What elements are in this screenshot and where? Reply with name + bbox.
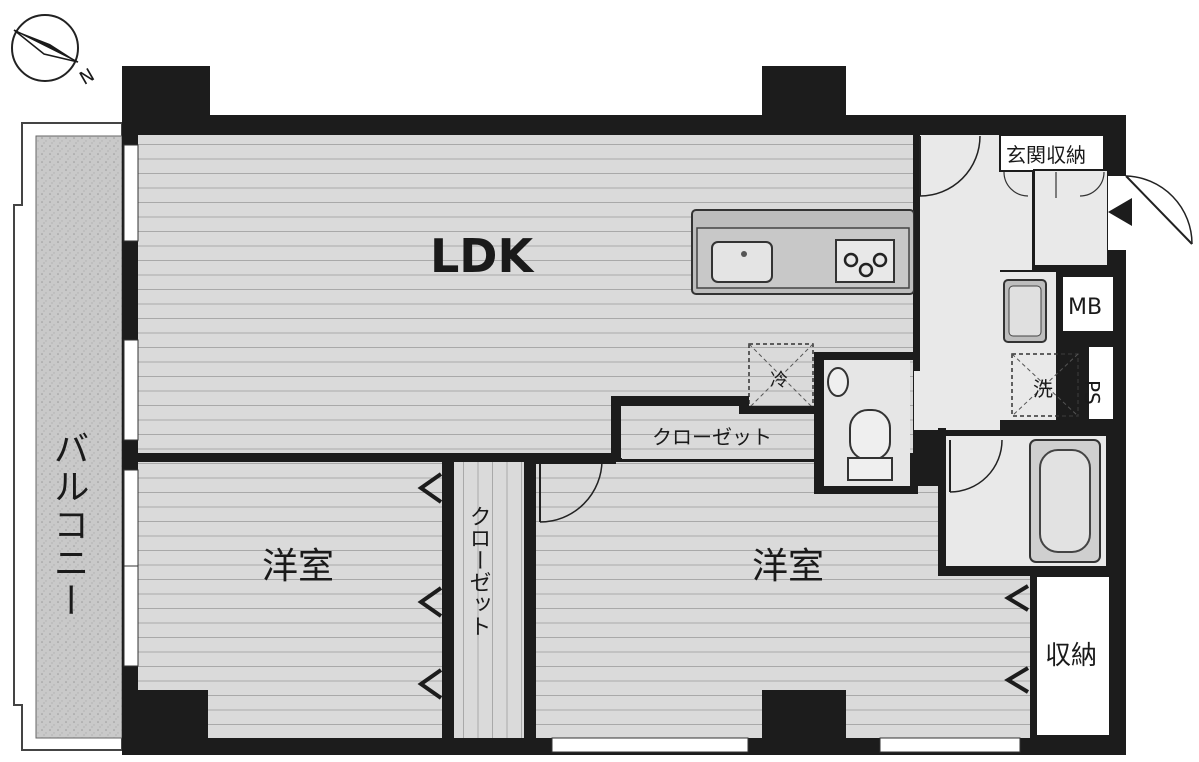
storage-door-marks bbox=[1004, 584, 1030, 694]
room-washroom: 洗 bbox=[1000, 272, 1079, 420]
column-bottom-left bbox=[122, 688, 210, 755]
fridge-space: 冷 bbox=[748, 343, 814, 409]
closet-vertical-door-marks bbox=[417, 472, 443, 700]
room-bedroom-right: 洋室 bbox=[536, 462, 1030, 738]
wall-ldk-bedroom-2 bbox=[536, 458, 616, 464]
windows bbox=[123, 144, 1021, 753]
bedroom-right-door bbox=[539, 459, 603, 523]
column-top-right bbox=[762, 66, 846, 126]
entrance-storage: 玄関収納 bbox=[999, 134, 1109, 267]
compass-north-label: N bbox=[76, 65, 98, 90]
room-storage: 収納 bbox=[1004, 575, 1111, 737]
wall-ldk-bedroom bbox=[138, 453, 611, 462]
mb-shaft: MB bbox=[1061, 275, 1115, 333]
compass-icon: N bbox=[11, 14, 98, 90]
ps-label: PS bbox=[1080, 380, 1104, 405]
bathtub-icon bbox=[1029, 439, 1101, 563]
ps-shaft: PS bbox=[1080, 345, 1115, 421]
storage-label: 収納 bbox=[1045, 641, 1097, 671]
fridge-label: 冷 bbox=[770, 370, 788, 391]
bedroom-left-label: 洋室 bbox=[262, 546, 334, 587]
room-bathroom bbox=[938, 428, 1110, 576]
balcony-label: バルコニー bbox=[48, 430, 89, 620]
room-toilet bbox=[814, 352, 918, 494]
bedroom-right-label: 洋室 bbox=[752, 546, 824, 587]
washer-space: 洗 bbox=[1011, 353, 1079, 417]
balcony: バルコニー bbox=[13, 122, 123, 751]
stove-icon bbox=[835, 239, 895, 283]
room-bedroom-left: 洋室 bbox=[138, 462, 442, 738]
column-bottom-mid bbox=[762, 688, 846, 755]
closet-horizontal-label: クローゼット bbox=[652, 425, 772, 449]
room-hall bbox=[914, 135, 1032, 430]
entrance-storage-label: 玄関収納 bbox=[1006, 143, 1086, 167]
mb-label: MB bbox=[1068, 295, 1102, 320]
closet-vertical: クローゼット bbox=[417, 460, 536, 740]
column-top-left bbox=[122, 66, 210, 126]
entrance-door bbox=[1108, 175, 1193, 250]
toilet-icon bbox=[827, 367, 893, 481]
closet-vertical-label: クローゼット bbox=[466, 505, 491, 637]
ldk-label: LDK bbox=[430, 229, 535, 283]
entrance-arrow-icon bbox=[1108, 198, 1132, 226]
washer-label: 洗 bbox=[1033, 377, 1053, 401]
sink-icon bbox=[711, 241, 773, 283]
kitchen-counter bbox=[691, 209, 915, 295]
